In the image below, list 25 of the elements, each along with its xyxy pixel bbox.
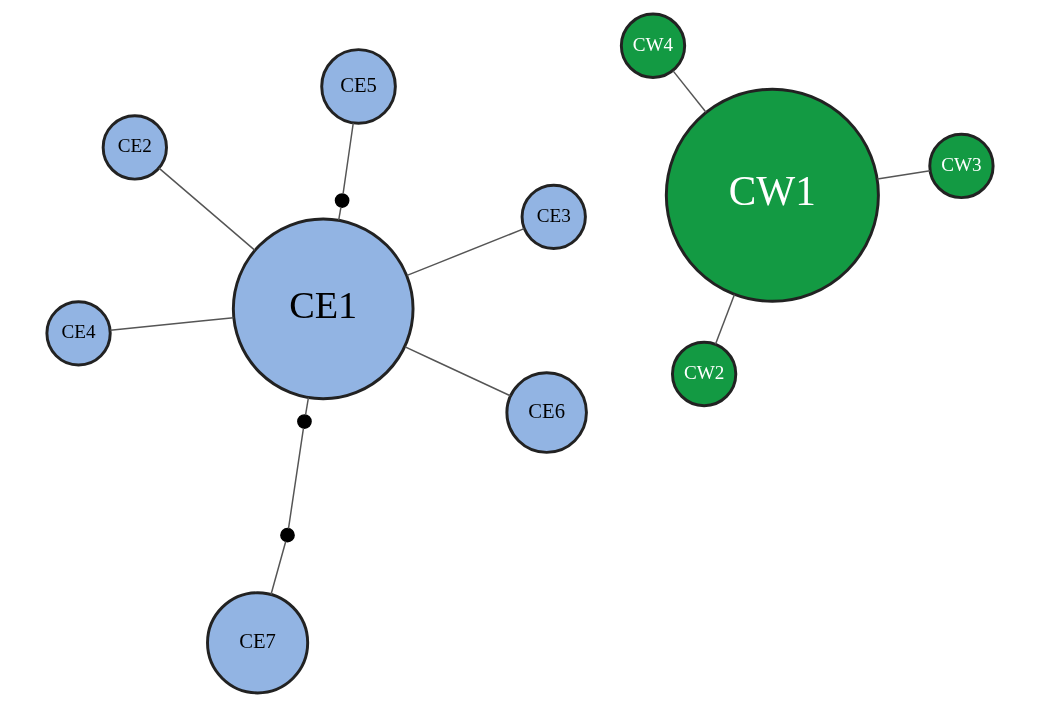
connector [403, 346, 511, 397]
node-circle: CE2 [101, 114, 168, 181]
node-circle [279, 527, 295, 543]
node-circle: CW2 [670, 340, 737, 408]
connector [405, 227, 525, 277]
node-circle: CE3 [520, 183, 587, 250]
node-circle: CW3 [927, 132, 995, 200]
connector [157, 167, 255, 251]
node-circle [334, 193, 349, 208]
node-circle [296, 414, 312, 429]
connector [341, 122, 354, 195]
connector [671, 70, 707, 113]
node-circle: CW1 [664, 87, 880, 303]
node-circle: CE4 [44, 300, 112, 367]
connector [287, 427, 304, 530]
node-circle: CW4 [619, 12, 686, 79]
node-circle: CE6 [504, 371, 588, 454]
connector [876, 170, 931, 180]
node-circle: CE5 [319, 48, 397, 125]
connector [337, 206, 342, 221]
connector [714, 293, 735, 346]
node-circle: CE1 [231, 217, 415, 401]
connector [269, 540, 286, 596]
node-circle: CE7 [205, 591, 309, 695]
connector [109, 317, 234, 331]
